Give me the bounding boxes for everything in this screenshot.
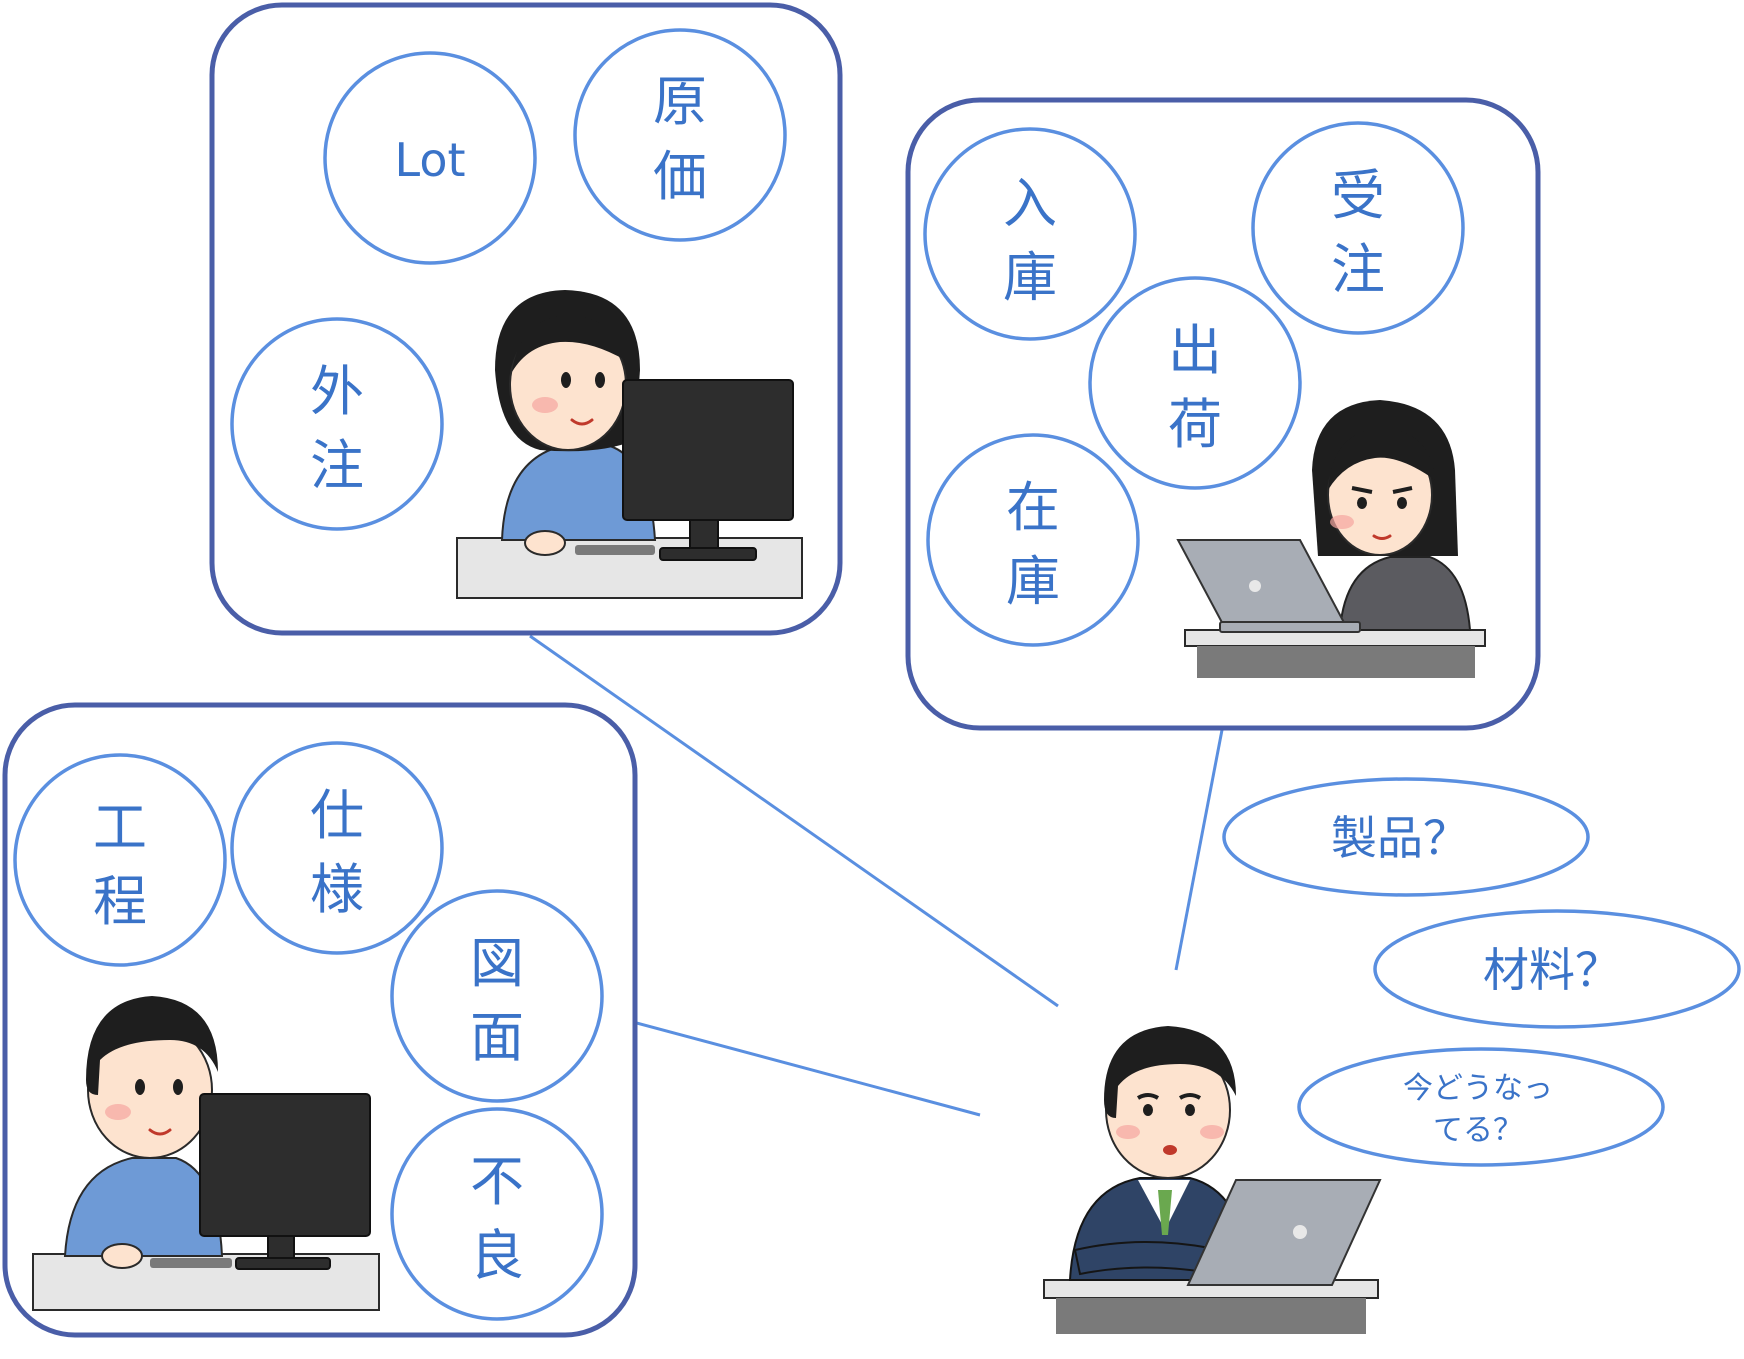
- bubble-lot-label: Lot: [395, 133, 466, 187]
- bubble-furyo-label-2: 良: [470, 1224, 524, 1287]
- bubble-shiyo: 仕 様: [230, 741, 444, 955]
- thought-bubble-material: 材料？: [1373, 909, 1741, 1029]
- bubble-shiyo-label-2: 様: [310, 858, 364, 921]
- bubble-juchu: 受 注: [1251, 121, 1465, 335]
- worried-manager-illustration: [1043, 1026, 1382, 1334]
- bubble-nyuko-label-2: 庫: [1003, 246, 1057, 309]
- connector-bottom-left: [632, 1020, 981, 1117]
- thought-material-text: 材料？: [1483, 943, 1621, 997]
- bubble-zaiko-label-2: 庫: [1006, 550, 1060, 613]
- bubble-kotei: 工 程: [13, 753, 227, 967]
- bubble-kotei-label-1: 工: [93, 796, 147, 859]
- bubble-lot: Lot: [323, 51, 537, 265]
- bubble-zaiko-label-1: 在: [1006, 476, 1060, 539]
- bubble-shukka: 出 荷: [1088, 276, 1302, 490]
- thought-status-text-line1: 今どうなっ: [1403, 1071, 1553, 1106]
- bubble-nyuko-label-1: 入: [1003, 172, 1057, 235]
- bubble-gaichu-label-2: 注: [310, 434, 364, 497]
- thought-bubble-status: 今どうなっ てる？: [1297, 1047, 1665, 1167]
- connector-top-right: [1174, 729, 1224, 971]
- bubble-zumen-label-1: 図: [470, 932, 524, 995]
- bubble-shukka-label-2: 荷: [1168, 393, 1222, 456]
- connector-top-left: [529, 634, 1059, 1008]
- bubble-zaiko: 在 庫: [926, 433, 1140, 647]
- panel-bottom-left: 工 程 仕 様 図 面 不 良: [2, 702, 638, 1338]
- bubble-shiyo-label-1: 仕: [310, 784, 364, 847]
- bubble-shukka-label-1: 出: [1168, 319, 1222, 382]
- bubble-juchu-label-2: 注: [1331, 238, 1385, 301]
- bubble-gaichu-label-1: 外: [310, 360, 364, 423]
- bubble-gaichu: 外 注: [230, 317, 444, 531]
- bubble-furyo: 不 良: [390, 1107, 604, 1321]
- thought-status-text-line2: てる？: [1433, 1113, 1523, 1148]
- panel-top-right: 入 庫 受 注 出 荷 在 庫: [905, 97, 1541, 731]
- bubble-genka: 原 価: [573, 28, 787, 242]
- bubble-kotei-label-2: 程: [93, 870, 147, 933]
- bubble-zumen: 図 面: [390, 889, 604, 1103]
- worker-man-desktop-illustration: [32, 996, 380, 1311]
- bubble-nyuko: 入 庫: [923, 127, 1137, 341]
- thought-bubble-product: 製品？: [1222, 777, 1590, 897]
- panel-top-left: Lot 原 価 外 注: [209, 2, 843, 636]
- bubble-genka-label-1: 原: [653, 70, 707, 133]
- bubble-genka-label-2: 価: [653, 145, 707, 208]
- worker-woman-desktop-illustration: [456, 290, 803, 599]
- thought-product-text: 製品？: [1331, 811, 1469, 865]
- office-woman-laptop-illustration: [1176, 400, 1486, 678]
- bubble-juchu-label-1: 受: [1331, 164, 1385, 227]
- bubble-zumen-label-2: 面: [470, 1006, 524, 1069]
- bubble-furyo-label-1: 不: [470, 1150, 524, 1213]
